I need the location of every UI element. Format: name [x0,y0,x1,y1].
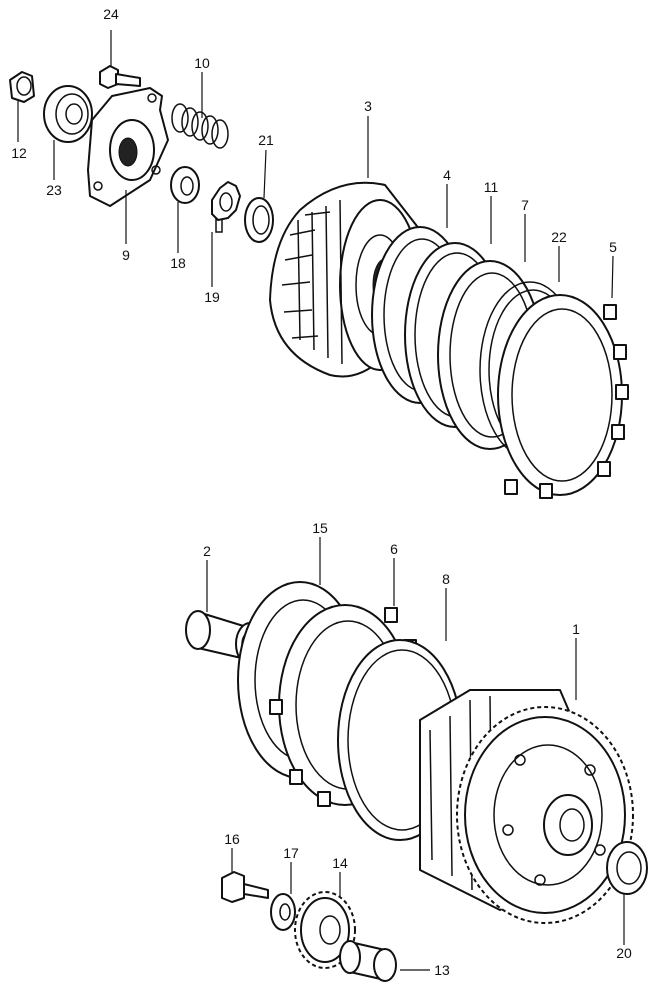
label-10: 10 [194,55,210,71]
part-10-spring [171,103,229,149]
part-17-washer [270,893,296,931]
label-9: 9 [122,247,130,263]
part-13-bushing [339,940,397,982]
label-8: 8 [442,571,450,587]
part-18-washer [170,166,200,204]
label-5: 5 [609,239,617,255]
part-12-cap [9,71,35,103]
part-21-washer [244,197,274,243]
label-20: 20 [616,945,632,961]
label-14: 14 [332,855,348,871]
part-1-clutch-outer [419,689,634,924]
label-2: 2 [203,543,211,559]
label-23: 23 [46,182,62,198]
label-6: 6 [390,541,398,557]
part-24-bolt [99,65,141,89]
part-23-bearing [43,85,93,143]
label-19: 19 [204,289,220,305]
label-17: 17 [283,845,299,861]
label-4: 4 [443,167,451,183]
label-7: 7 [521,197,529,213]
label-11: 11 [484,179,499,195]
label-16: 16 [224,831,240,847]
label-3: 3 [364,98,372,114]
part-9-lifter-plate [87,87,169,207]
part-14-gear [294,891,356,969]
label-12: 12 [11,145,27,161]
label-13: 13 [434,962,450,978]
part-5-friction-disc [497,294,629,499]
part-19-lock-washer [211,181,241,233]
label-15: 15 [312,520,328,536]
leader-lines [17,30,625,971]
part-20-washer [606,841,648,895]
part-16-bolt [221,871,269,903]
label-1: 1 [572,621,580,637]
label-24: 24 [103,6,119,22]
label-22: 22 [551,229,567,245]
callout-labels: 24 10 12 23 9 18 19 21 3 4 11 7 22 5 2 1… [11,6,632,978]
label-21: 21 [258,132,274,148]
label-18: 18 [170,255,186,271]
